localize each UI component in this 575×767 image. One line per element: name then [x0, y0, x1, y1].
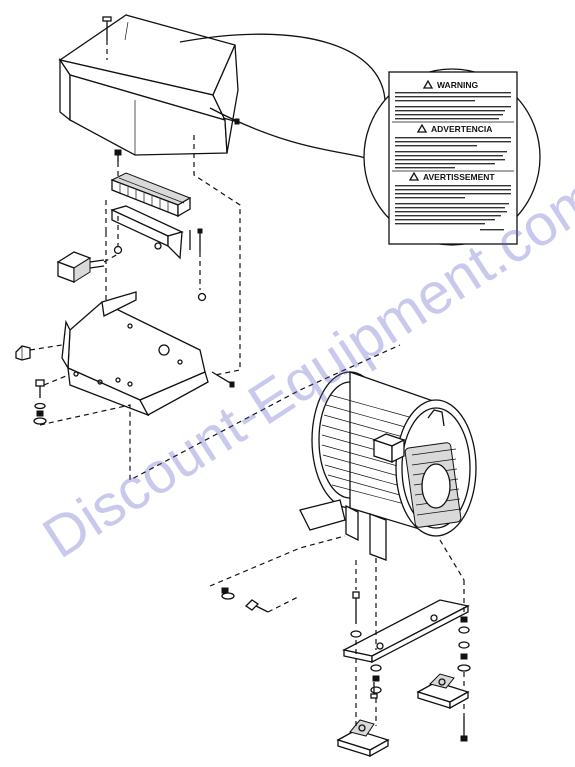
- advertencia-heading: ADVERTENCIA: [431, 124, 492, 134]
- callout-leader: [179, 33, 386, 161]
- mount-nut: [221, 587, 229, 594]
- base-hex-nut: [15, 345, 31, 361]
- relay: [56, 251, 105, 283]
- front-screw: [114, 149, 122, 162]
- avertissement-text-lines: [395, 185, 511, 231]
- generator: [299, 371, 477, 561]
- relay-nut: [113, 245, 123, 255]
- vibration-mount-left: [336, 719, 390, 758]
- right-hardware-stack: [457, 616, 471, 672]
- cover-screw: [102, 16, 112, 40]
- vibration-mount-right: [416, 673, 470, 710]
- foot-rail: [342, 599, 470, 664]
- bottom-stud: [370, 682, 378, 699]
- rail-hardware-stack: [370, 664, 382, 694]
- bracket-screw: [197, 228, 203, 252]
- terminal-bracket: [110, 205, 191, 260]
- avertissement-heading: AVERTISSEMENT: [423, 172, 495, 182]
- terminal-block: [110, 172, 192, 218]
- advertencia-text-lines: [395, 137, 511, 169]
- assembly-lines-upper: [29, 40, 401, 481]
- base-side-screw: [211, 371, 235, 388]
- warning-label-callout: WARNING ADVERTENCIA AVERTISSEMENT: [363, 68, 541, 246]
- top-cover: [58, 14, 239, 156]
- warning-text-lines: [395, 92, 511, 120]
- mount-washer: [221, 592, 235, 600]
- bracket-nut: [197, 292, 207, 302]
- assembly-lines-lower: [209, 535, 465, 730]
- mount-bolt: [244, 599, 269, 613]
- vertical-bolt: [350, 591, 362, 638]
- base-bolt-stack: [33, 379, 47, 425]
- warning-heading: WARNING: [437, 80, 478, 90]
- bottom-screw: [460, 716, 468, 742]
- control-box-base: [61, 291, 209, 417]
